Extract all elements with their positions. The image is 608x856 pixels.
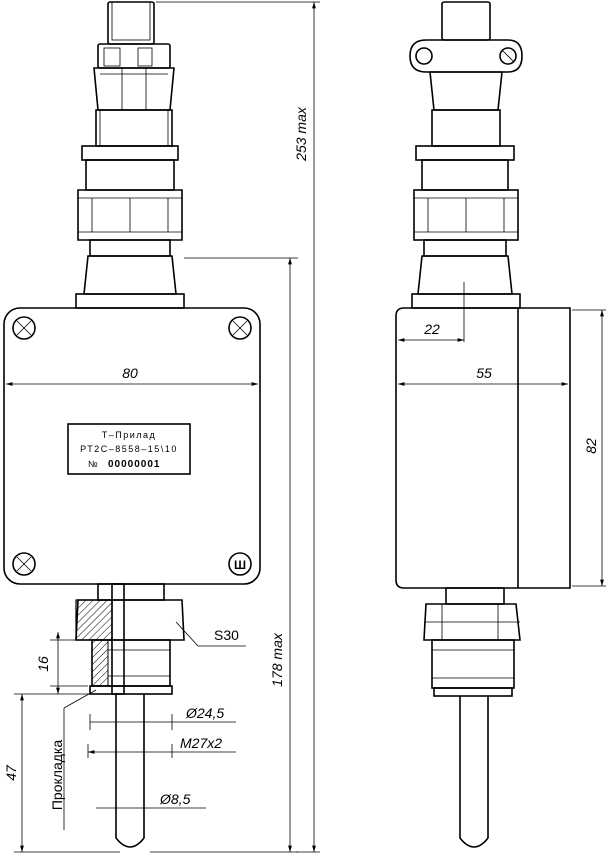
dim-thread-label: M27x2 — [180, 735, 222, 751]
svg-text:Ш: Ш — [234, 558, 246, 572]
dim-thread-length-label: 16 — [35, 656, 51, 672]
dim-offset-label: 22 — [423, 321, 440, 337]
side-probe — [459, 696, 489, 848]
front-connector — [93, 1, 175, 147]
dim-probe-dia-label: Ø8,5 — [159, 791, 191, 807]
dim-depth-label: 55 — [476, 365, 492, 381]
dim-lower-height-label: 178 max — [269, 632, 285, 687]
plate-line2: РТ2С–8558–15\10 — [80, 444, 178, 454]
side-connector — [409, 1, 523, 147]
plate-serial: 00000001 — [108, 459, 161, 470]
dim-immersion-label: 47 — [3, 764, 19, 781]
side-housing — [395, 307, 571, 589]
dim-width: 80 — [5, 365, 258, 386]
dim-hex-label: S30 — [214, 627, 239, 643]
dim-width-label: 80 — [122, 365, 138, 381]
plate-number-sign: № — [88, 459, 99, 469]
front-gland — [75, 145, 185, 309]
dim-height-label: 82 — [583, 438, 599, 454]
dim-gasket-dia-label: Ø24,5 — [185, 705, 224, 721]
dim-overall-height-label: 253 max — [293, 106, 309, 162]
front-view: Ш Т–Прилад РТ2С–8558–15\10 № 00000001 80 — [3, 1, 320, 853]
nameplate: Т–Прилад РТ2С–8558–15\10 № 00000001 — [67, 423, 191, 475]
front-probe — [115, 694, 145, 848]
side-gland — [411, 145, 521, 309]
side-fitting — [423, 587, 521, 697]
plate-line1: Т–Прилад — [102, 430, 157, 440]
corner-screws: Ш — [12, 316, 252, 576]
side-view: 22 55 82 — [395, 1, 606, 848]
front-fitting — [75, 583, 185, 695]
gasket-label: Прокладка — [49, 740, 65, 810]
